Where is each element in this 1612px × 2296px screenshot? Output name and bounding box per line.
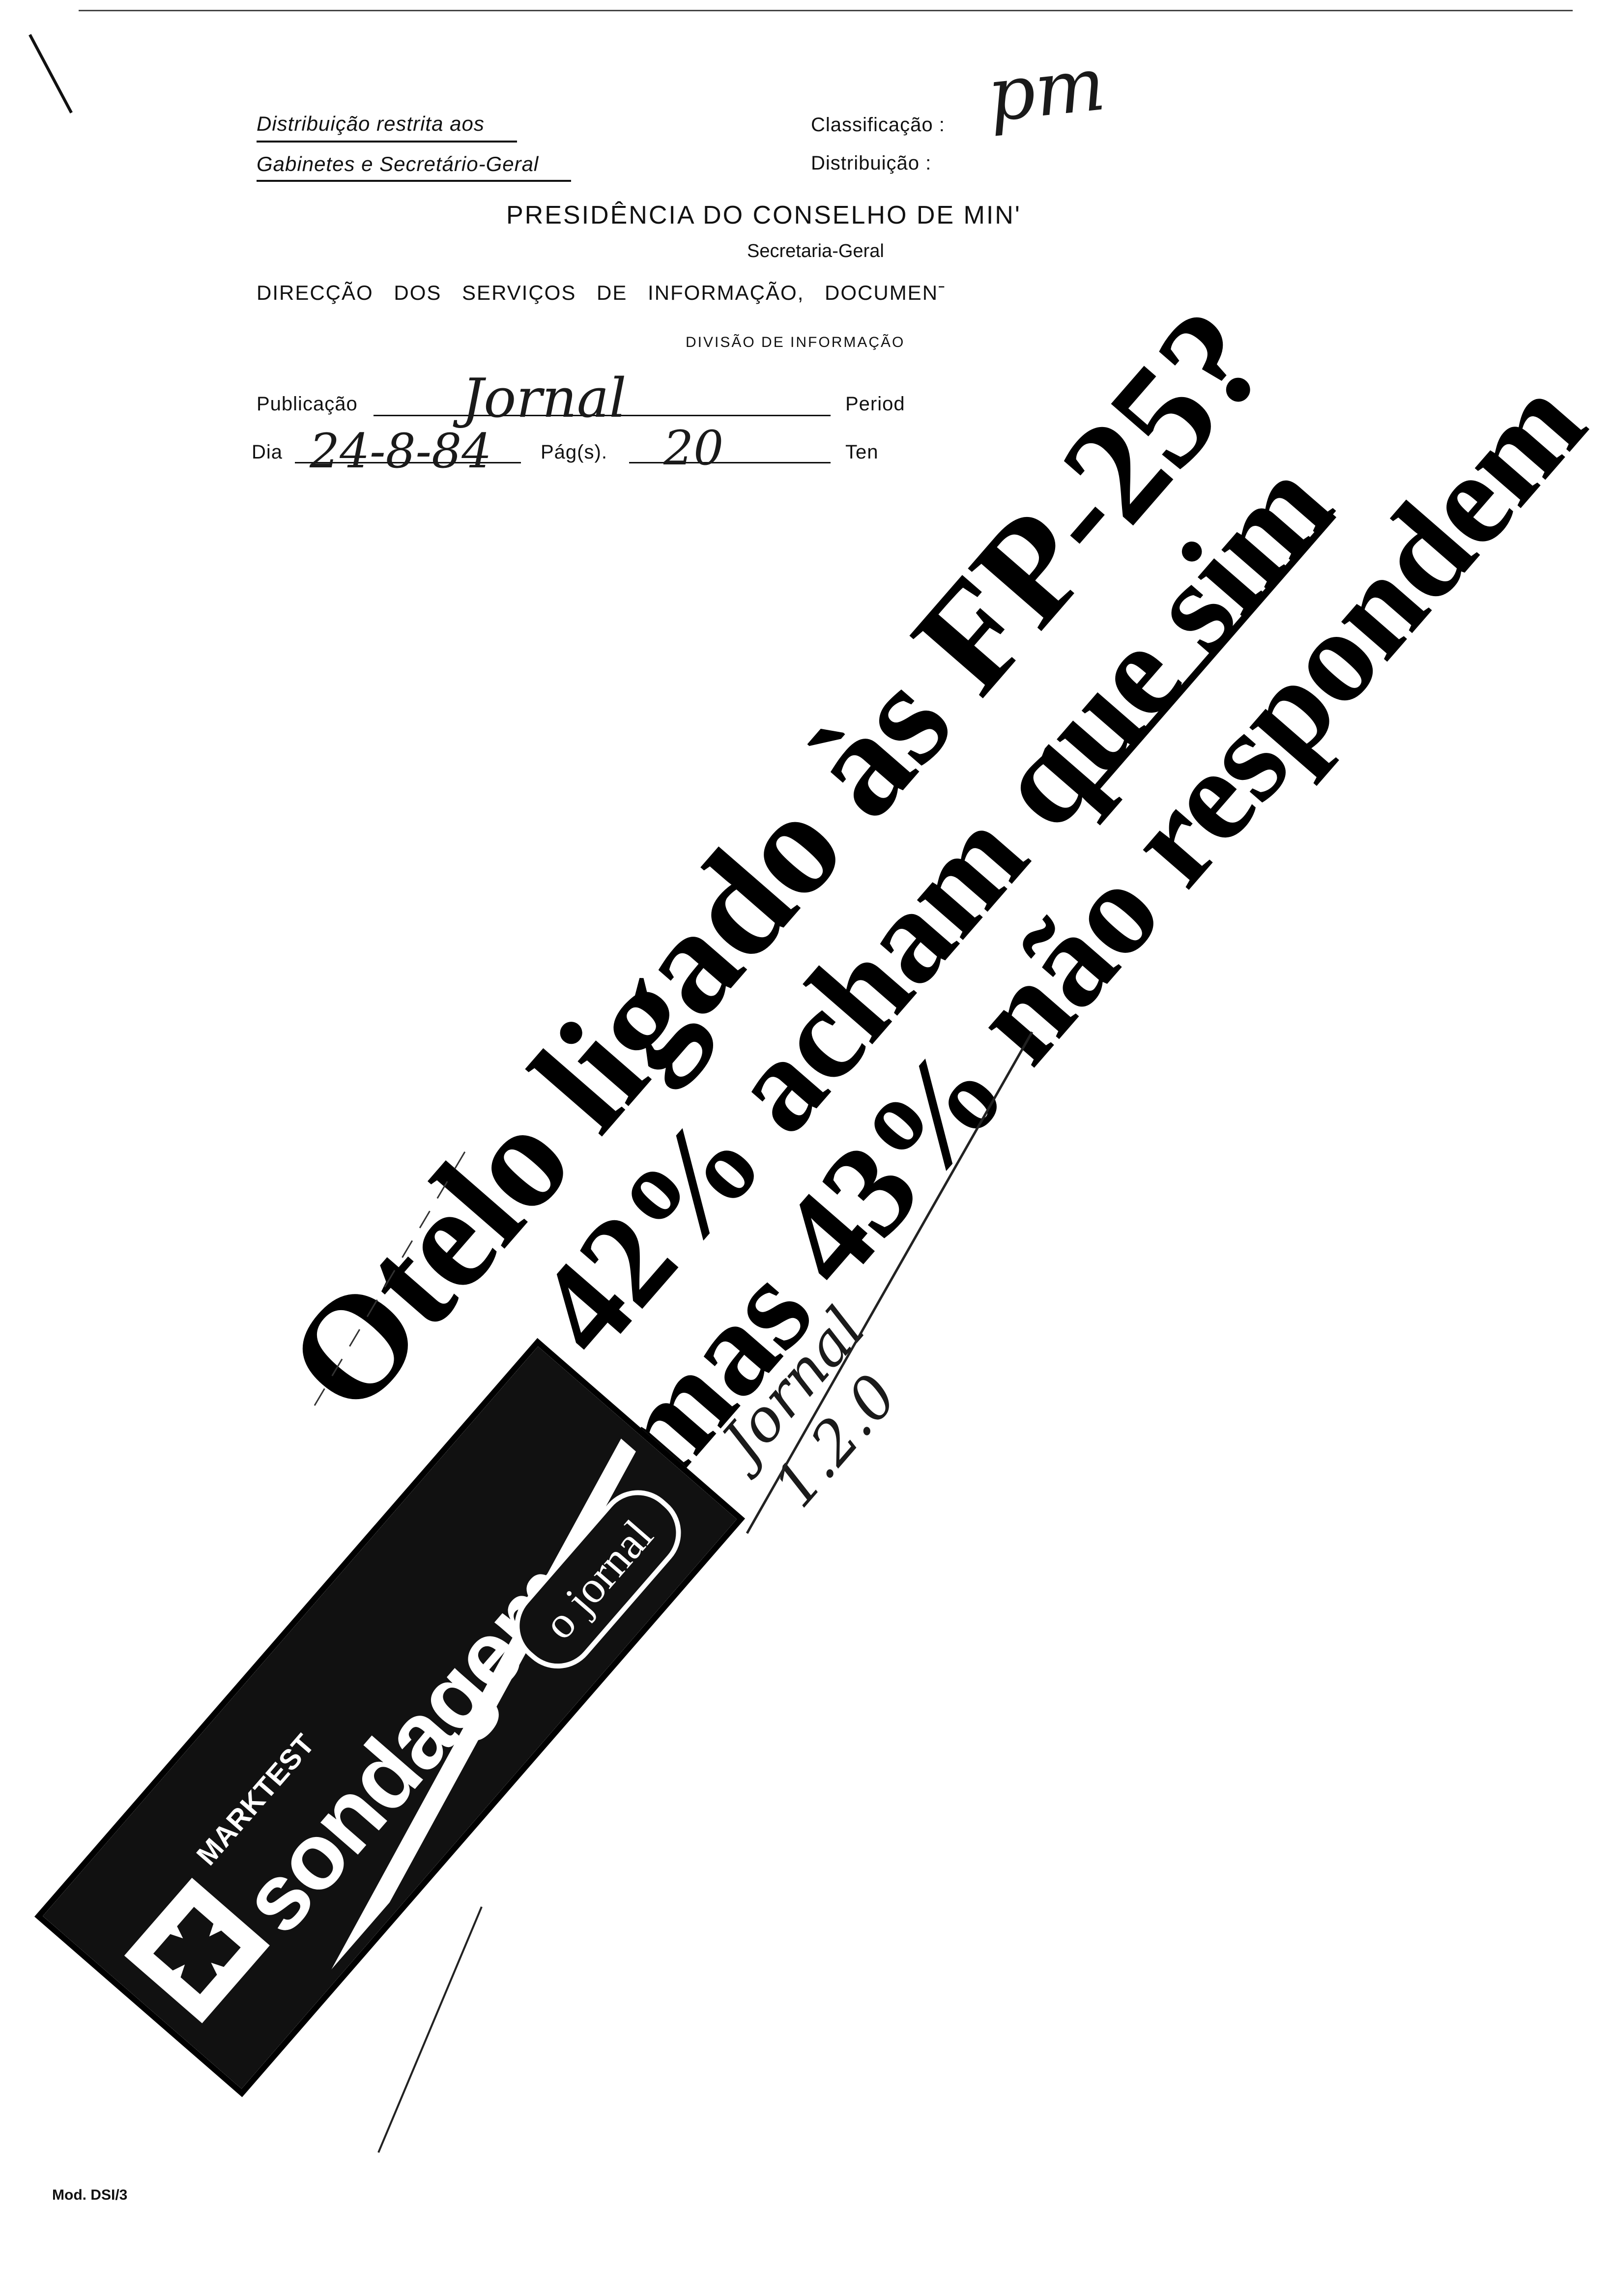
- cut-line-bottom: [377, 1906, 483, 2153]
- tendencia-label: Ten: [845, 441, 879, 463]
- restricted-line-1: Distribuição restrita aos: [257, 112, 485, 135]
- marktest-logo-icon: [124, 1877, 270, 2024]
- pags-rule: [629, 462, 831, 463]
- model-footer: Mod. DSI/3: [52, 2187, 128, 2203]
- restricted-underline-2: [257, 180, 571, 182]
- publicacao-label: Publicação: [257, 393, 358, 415]
- direccao-line: DIRECÇÃO DOS SERVIÇOS DE INFORMAÇÃO, DOC…: [257, 281, 947, 304]
- institution-title: PRESIDÊNCIA DO CONSELHO DE MIN': [506, 201, 1021, 230]
- publicacao-rule: [374, 415, 831, 416]
- top-edge-line: [79, 10, 1573, 11]
- secretaria-geral: Secretaria-Geral: [747, 241, 884, 261]
- cut-line-right: [746, 1031, 1034, 1534]
- divisao-line: DIVISÃO DE INFORMAÇÃO: [686, 334, 905, 350]
- pags-value: 20: [663, 421, 724, 476]
- dia-label: Dia: [252, 441, 283, 463]
- dia-value: 24-8-84: [310, 424, 492, 479]
- restricted-line-2: Gabinetes e Secretário-Geral: [257, 152, 539, 175]
- sondagem-banner: MARKTEST sondagem o jornal: [34, 1338, 746, 2097]
- periodicidade-label: Period: [845, 393, 905, 415]
- dia-rule: [295, 462, 521, 463]
- pags-label: Pág(s).: [541, 441, 607, 463]
- classificacao-label: Classificação :: [811, 114, 945, 136]
- distribuicao-label: Distribuição :: [811, 152, 932, 174]
- cut-line-left: [314, 1140, 473, 1406]
- restricted-underline-1: [257, 141, 517, 143]
- publicacao-value: Jornal: [462, 367, 627, 430]
